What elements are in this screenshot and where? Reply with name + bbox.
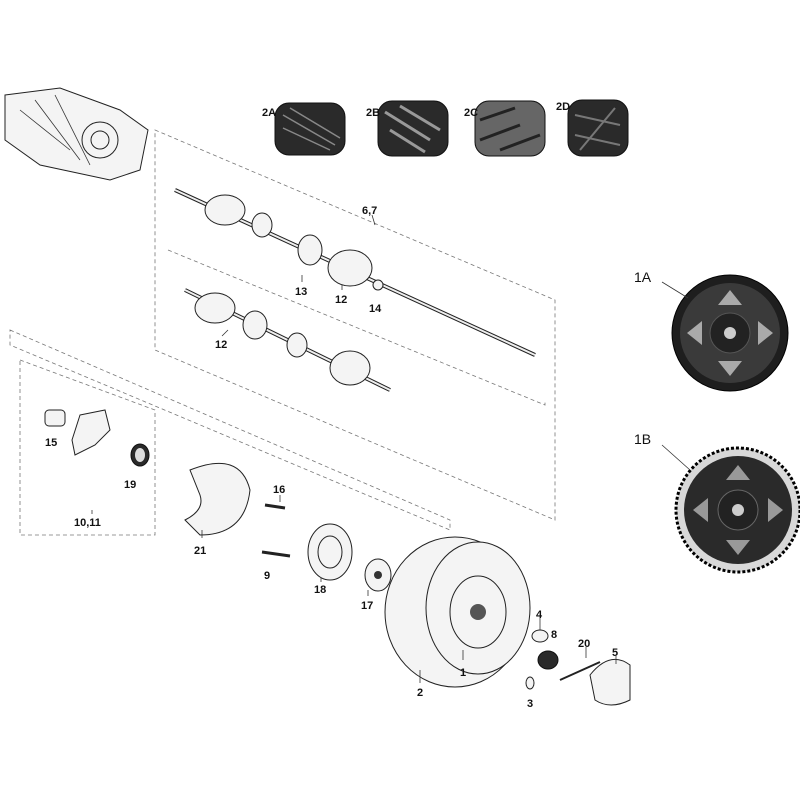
knuckle-group-box: [19, 359, 156, 536]
leader-lines: [91, 214, 617, 683]
svg-text:2D: 2D: [556, 101, 570, 113]
callout-14: 14: [369, 303, 382, 315]
valve-3: [525, 676, 535, 690]
callout-12: 12: [215, 339, 227, 351]
callout-4: 4: [536, 609, 543, 621]
drive-axle-lower: [184, 288, 391, 392]
stud-9: [261, 550, 291, 558]
bolt-16: [264, 503, 286, 510]
callout-6-7: 6,7: [362, 205, 377, 217]
callout-10-11: 10,11: [74, 517, 101, 529]
callout-2: 2: [417, 687, 423, 699]
callout-12: 12: [335, 294, 347, 306]
rim-option-1a[interactable]: 1A: [634, 269, 789, 392]
callout-5: 5: [612, 647, 618, 659]
callout-21: 21: [194, 545, 206, 557]
tire-option-2b[interactable]: 2B: [366, 100, 449, 157]
wheel-tire-assembly: [384, 536, 531, 688]
steering-knuckle: [44, 409, 150, 467]
hub-cap-5: [589, 658, 631, 706]
axle-group-box: [154, 129, 556, 521]
callout-16: 16: [273, 484, 285, 496]
svg-text:2A: 2A: [262, 107, 276, 119]
callout-1: 1: [460, 667, 466, 679]
tire-option-2c[interactable]: 2C: [464, 100, 546, 157]
rim-option-1b[interactable]: 1B: [634, 431, 800, 574]
castle-nut-8: [537, 650, 559, 670]
tire-option-2d[interactable]: 2D: [556, 99, 629, 157]
callout-13: 13: [295, 286, 307, 298]
callout-19: 19: [124, 479, 136, 491]
callout-17: 17: [361, 600, 373, 612]
cotter-pin-20: [559, 661, 601, 681]
callout-labels: 6,7 13 12 14 12 15 19 10,11 16 21 9 18 1…: [45, 205, 618, 710]
callout-20: 20: [578, 638, 590, 650]
callout-15: 15: [45, 437, 57, 449]
differential-housing: [4, 87, 149, 181]
brake-disc: [184, 462, 251, 536]
svg-text:1B: 1B: [634, 431, 651, 447]
callout-3: 3: [527, 698, 533, 710]
tire-option-2a[interactable]: 2A: [262, 102, 346, 156]
drive-axle-upper: [174, 188, 536, 357]
lug-nut-4: [531, 629, 549, 643]
callout-18: 18: [314, 584, 326, 596]
callout-8: 8: [551, 629, 557, 641]
svg-text:2C: 2C: [464, 107, 478, 119]
svg-text:2B: 2B: [366, 107, 380, 119]
svg-text:1A: 1A: [634, 269, 652, 285]
inner-axle-box: [167, 249, 546, 406]
callout-9: 9: [264, 570, 270, 582]
